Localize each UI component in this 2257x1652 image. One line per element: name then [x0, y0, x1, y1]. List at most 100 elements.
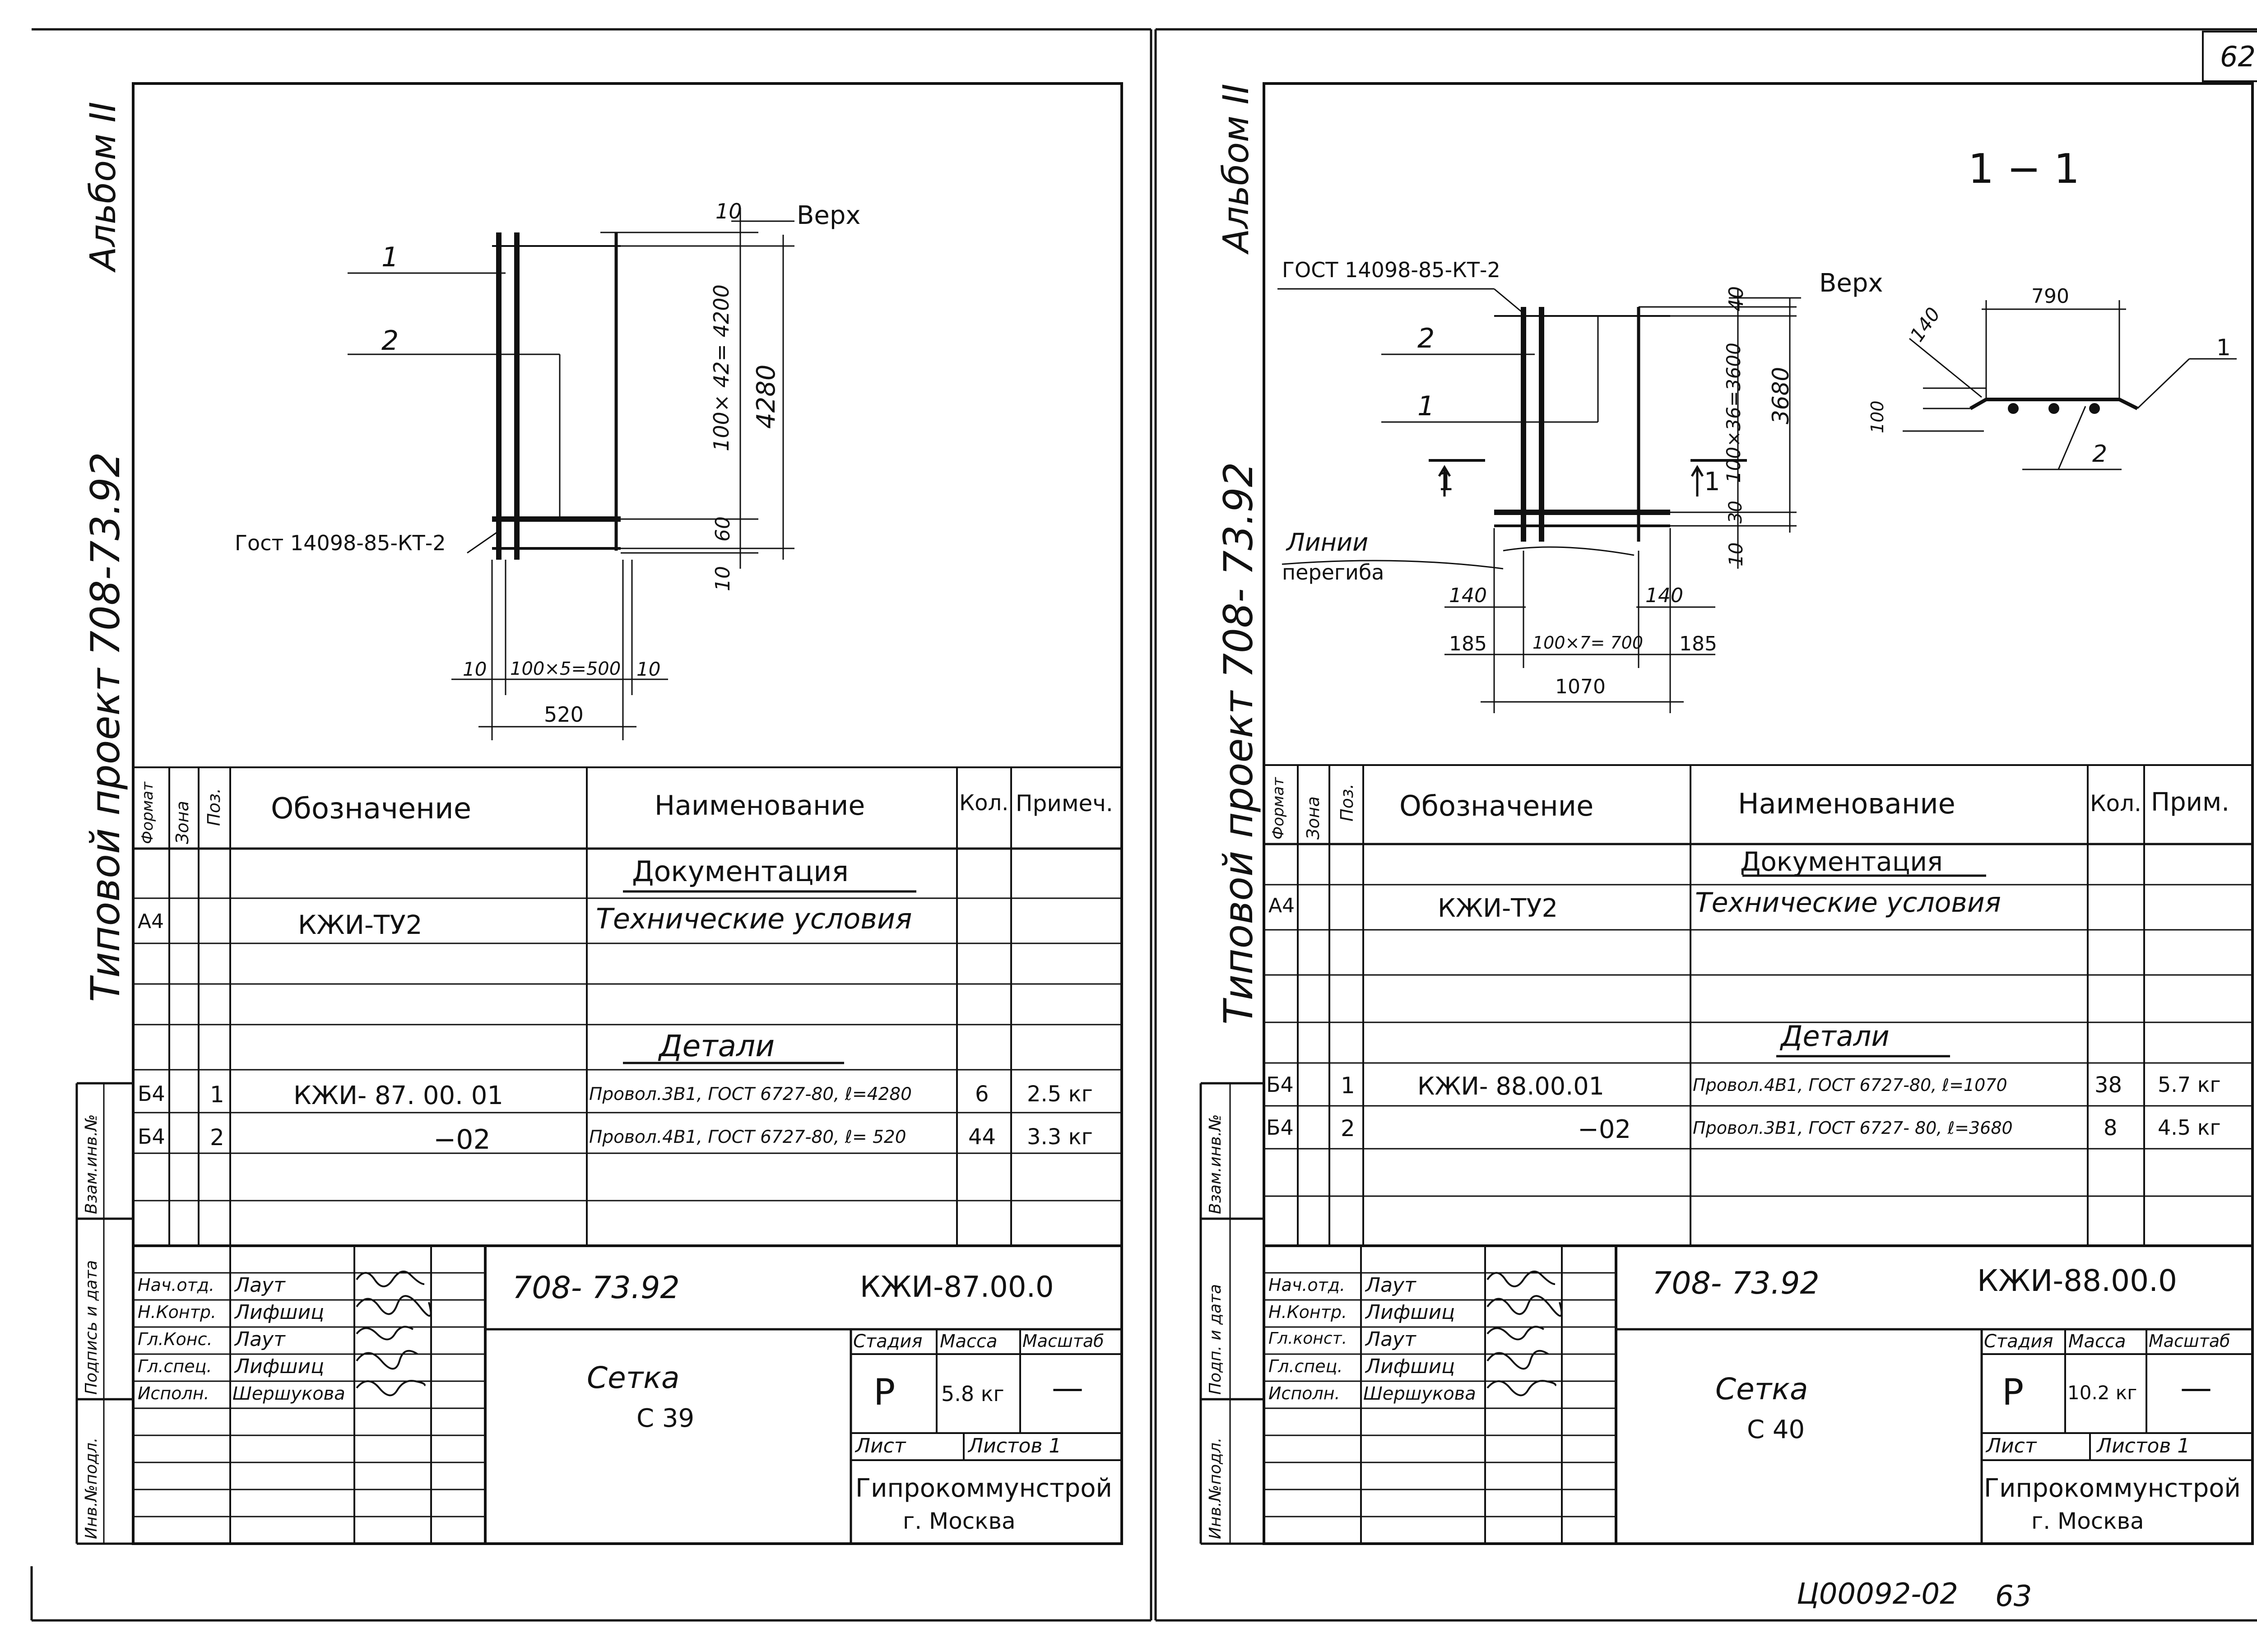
left-section-documentation: Документация	[632, 855, 849, 888]
right-sheets-label: Листов 1	[2097, 1434, 2190, 1457]
left-hdr-pos: Поз.	[204, 788, 224, 826]
left-pos-1: 1	[381, 241, 399, 273]
right-hdr-format: Формат	[1269, 777, 1287, 840]
right-row1-pos: 1	[1341, 1072, 1355, 1099]
right-row1-note: 5.7 кг	[2158, 1072, 2221, 1097]
right-doc-format: А4	[1268, 894, 1295, 917]
left-dim-vert-2: 4280	[752, 364, 781, 429]
left-name-4: Лифшиц	[235, 1355, 325, 1378]
left-doc-designation: КЖИ-ТУ2	[298, 910, 423, 940]
left-dim-top: 10	[715, 199, 742, 223]
right-dim-vert-1: 100×36=3600	[1723, 343, 1745, 483]
right-row2-note: 4.5 кг	[2158, 1115, 2221, 1140]
right-section-mark-right: 1	[1704, 467, 1720, 497]
left-row1-format: Б4	[138, 1081, 165, 1106]
right-row2-name: Провол.3В1, ГОСТ 6727- 80, ℓ=3680	[1693, 1118, 2013, 1138]
left-row1-qty: 6	[975, 1081, 989, 1107]
left-dim-h-total: 520	[544, 702, 584, 727]
left-hdr-designation: Обозначение	[271, 792, 472, 826]
left-name-1: Лаут	[235, 1274, 285, 1297]
right-subtitle: С 40	[1747, 1415, 1805, 1444]
right-stamp-inventory: Инв.№подл.	[1206, 1437, 1225, 1539]
left-hdr-name: Наименование	[655, 790, 865, 821]
left-role-5: Исполн.	[138, 1383, 209, 1403]
left-dim-h-mid: 100×5=500	[510, 659, 621, 679]
left-subtitle: С 39	[636, 1404, 695, 1433]
left-doc-code: КЖИ-87.00.0	[860, 1271, 1054, 1304]
left-mass-label: Масса	[940, 1331, 998, 1352]
right-stage-value: Р	[2002, 1371, 2024, 1413]
left-project-code: 708- 73.92	[512, 1270, 680, 1306]
right-dim-vert-2: 3680	[1768, 367, 1794, 424]
left-title: Сетка	[587, 1360, 680, 1395]
left-row2-name: Провол.4В1, ГОСТ 6727-80, ℓ= 520	[589, 1127, 906, 1147]
left-stamp-signature: Подпись и дата	[82, 1260, 101, 1395]
left-top-label: Верх	[797, 201, 861, 230]
left-row2-designation: −02	[433, 1124, 491, 1155]
right-name-5: Шершукова	[1363, 1383, 1476, 1404]
left-doc-format: А4	[138, 910, 164, 933]
right-hdr-name: Наименование	[1738, 787, 1955, 820]
left-role-2: Н.Контр.	[138, 1302, 217, 1322]
right-top-label: Верх	[1819, 269, 1883, 298]
left-org: Гипрокоммунстрой	[855, 1474, 1112, 1503]
right-row1-name: Провол.4В1, ГОСТ 6727-80, ℓ=1070	[1693, 1075, 2007, 1095]
right-bend-label-1: Линии	[1286, 528, 1369, 557]
right-mass-value: 10.2 кг	[2067, 1382, 2137, 1404]
left-sheets-label: Листов 1	[968, 1434, 1062, 1457]
left-dim-60: 60	[711, 516, 734, 542]
right-row2-pos: 2	[1341, 1115, 1355, 1142]
left-dim-h-left: 10	[463, 658, 487, 680]
page-number: 62	[2220, 40, 2256, 73]
right-dim-185-left: 185	[1449, 632, 1487, 655]
right-role-5: Исполн.	[1268, 1383, 1340, 1403]
left-name-3: Лаут	[235, 1328, 285, 1351]
right-dim-top: 40	[1725, 286, 1748, 311]
left-album-label: Альбом II	[83, 102, 124, 271]
right-hdr-designation: Обозначение	[1399, 789, 1594, 822]
left-hdr-qty: Кол.	[959, 790, 1009, 816]
right-section-details: Детали	[1781, 1020, 1890, 1053]
right-sec-pos-2: 2	[2092, 441, 2108, 468]
right-name-1: Лаут	[1365, 1274, 1416, 1297]
bottom-stamp: Ц00092-02	[1797, 1578, 1958, 1611]
right-role-4: Гл.спец.	[1268, 1356, 1343, 1376]
left-role-1: Нач.отд.	[138, 1275, 215, 1295]
right-hdr-qty: Кол.	[2090, 790, 2141, 817]
right-role-1: Нач.отд.	[1268, 1275, 1346, 1295]
right-pos-1: 1	[1417, 390, 1435, 422]
right-role-3: Гл.конст.	[1268, 1329, 1347, 1348]
left-doc-name: Технические условия	[596, 902, 912, 935]
right-project-label: Типовой проект 708- 73.92	[1215, 462, 1262, 1025]
left-name-2: Лифшиц	[235, 1301, 325, 1324]
right-hdr-note: Прим.	[2151, 788, 2230, 817]
right-row2-qty: 8	[2104, 1115, 2118, 1141]
left-row2-qty: 44	[968, 1124, 996, 1150]
right-sheet-label: Лист	[1986, 1434, 2037, 1457]
right-title: Сетка	[1715, 1372, 1808, 1406]
left-name-5: Шершукова	[232, 1383, 345, 1404]
right-row1-format: Б4	[1266, 1072, 1294, 1097]
right-project-code: 708- 73.92	[1652, 1266, 1820, 1301]
right-doc-name: Технические условия	[1695, 887, 2001, 919]
right-scale-value: —	[2180, 1369, 2212, 1406]
right-row2-designation: −02	[1578, 1115, 1631, 1144]
left-row2-pos: 2	[210, 1124, 224, 1151]
right-hdr-zone: Зона	[1303, 796, 1323, 840]
left-stamp-replace: Взам.инв.№	[82, 1114, 101, 1214]
right-name-3: Лаут	[1365, 1328, 1416, 1351]
right-dim-185-right: 185	[1679, 632, 1717, 655]
right-name-2: Лифшиц	[1365, 1301, 1455, 1324]
right-pos-2: 2	[1417, 323, 1435, 354]
left-dim-vert-1: 100× 42= 4200	[709, 284, 734, 451]
left-role-3: Гл.Конс.	[138, 1329, 213, 1349]
right-album-label: Альбом II	[1216, 84, 1257, 253]
left-sheet-label: Лист	[855, 1434, 906, 1457]
right-gost-label: ГОСТ 14098-85-КТ-2	[1282, 258, 1500, 282]
left-dim-10b: 10	[711, 566, 734, 591]
right-dim-140-right: 140	[1645, 584, 1683, 607]
left-row1-designation: КЖИ- 87. 00. 01	[293, 1081, 503, 1110]
right-bend-label-2: перегиба	[1282, 560, 1384, 585]
right-dim-mid: 100×7= 700	[1533, 633, 1643, 653]
